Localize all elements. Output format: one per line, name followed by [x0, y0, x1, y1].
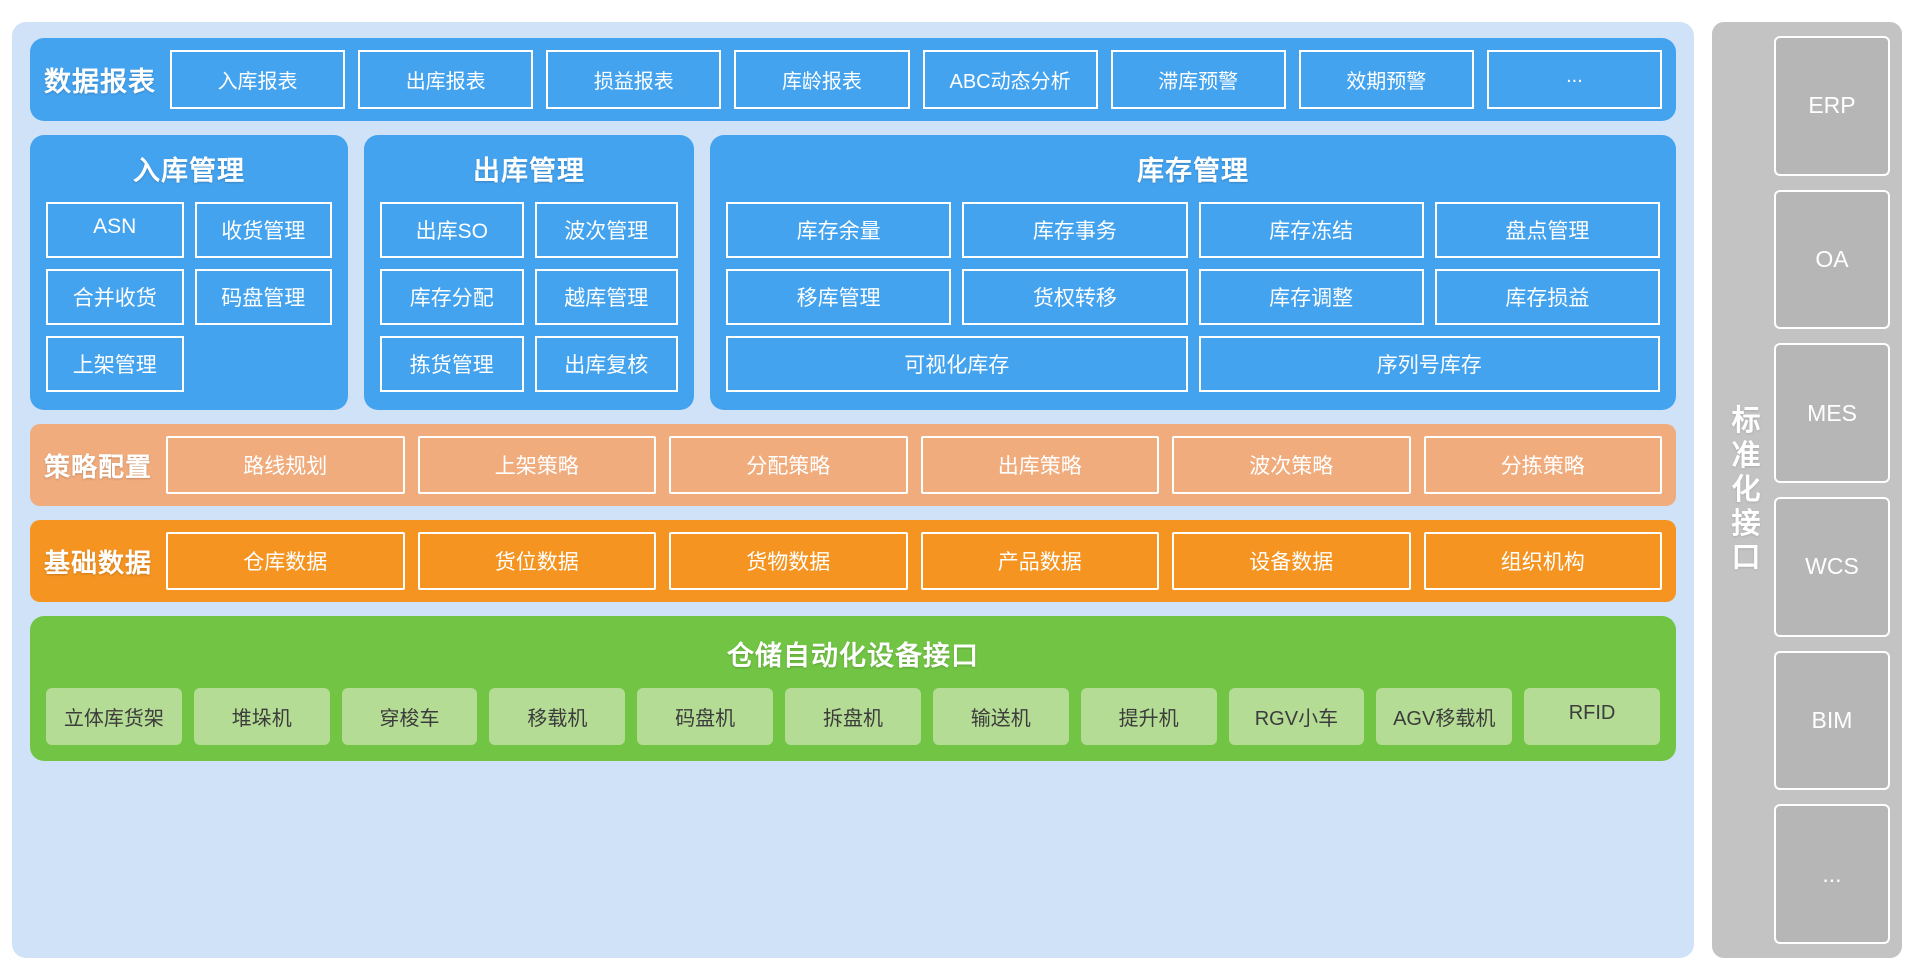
inventory-item-profit-loss[interactable]: 库存损益 [1434, 269, 1660, 325]
report-item-slow-moving-alert[interactable]: 滞库预警 [1110, 50, 1286, 109]
external-system-wcs[interactable]: WCS [1774, 497, 1890, 637]
automation-interface-title: 仓储自动化设备接口 [727, 641, 979, 671]
report-item-outbound[interactable]: 出库报表 [358, 50, 534, 109]
inventory-item-transaction[interactable]: 库存事务 [962, 202, 1188, 258]
modules-row: 入库管理 ASN 收货管理 合并收货 码盘管理 上架管理 出库管理 出库SO 波… [30, 135, 1676, 410]
strategy-item-putaway[interactable]: 上架策略 [417, 436, 657, 494]
module-outbound-items: 出库SO 波次管理 库存分配 越库管理 拣货管理 出库复核 [380, 202, 678, 392]
automation-item-depalletizer[interactable]: 拆盘机 [785, 688, 921, 745]
automation-item-palletizer[interactable]: 码盘机 [637, 688, 774, 745]
strategy-item-wave[interactable]: 波次策略 [1172, 436, 1411, 494]
automation-item-lifter[interactable]: 提升机 [1080, 688, 1217, 745]
outbound-item-picking[interactable]: 拣货管理 [380, 336, 524, 392]
automation-item-shuttle[interactable]: 穿梭车 [341, 688, 478, 745]
basedata-item-goods[interactable]: 货物数据 [669, 532, 908, 590]
automation-item-agv[interactable]: AGV移载机 [1376, 688, 1513, 745]
automation-item-conveyor[interactable]: 输送机 [932, 688, 1069, 745]
inventory-item-serial-stock[interactable]: 序列号库存 [1198, 336, 1660, 392]
strategy-config-band: 策略配置 路线规划 上架策略 分配策略 出库策略 波次策略 分拣策略 [30, 424, 1676, 506]
module-inbound-management: 入库管理 ASN 收货管理 合并收货 码盘管理 上架管理 [30, 135, 348, 410]
basedata-item-warehouse[interactable]: 仓库数据 [166, 532, 405, 590]
external-system-more[interactable]: ... [1774, 804, 1890, 945]
standard-interface-sidebar: 标准化接口 ERP OA MES WCS BIM ... [1712, 22, 1902, 958]
external-system-oa[interactable]: OA [1774, 189, 1890, 330]
inbound-item-palletizing[interactable]: 码盘管理 [194, 269, 332, 325]
data-reports-band: 数据报表 入库报表 出库报表 损益报表 库龄报表 ABC动态分析 滞库预警 效期… [30, 38, 1676, 121]
data-reports-title: 数据报表 [44, 67, 156, 97]
outbound-item-so[interactable]: 出库SO [380, 202, 524, 258]
inbound-item-putaway[interactable]: 上架管理 [46, 336, 184, 392]
report-item-profit-loss[interactable]: 损益报表 [546, 50, 722, 109]
module-inventory-items: 库存余量 库存事务 库存冻结 盘点管理 移库管理 货权转移 库存调整 库存损益 … [726, 202, 1660, 392]
external-systems-list: ERP OA MES WCS BIM ... [1774, 36, 1890, 945]
module-inventory-title: 库存管理 [1137, 156, 1249, 186]
external-system-bim[interactable]: BIM [1774, 650, 1890, 791]
basedata-item-equipment[interactable]: 设备数据 [1172, 532, 1411, 590]
outbound-item-recheck[interactable]: 出库复核 [534, 336, 678, 392]
base-data-title: 基础数据 [44, 547, 153, 578]
basedata-item-product[interactable]: 产品数据 [920, 532, 1160, 590]
basedata-item-location[interactable]: 货位数据 [417, 532, 657, 590]
strategy-item-allocation[interactable]: 分配策略 [669, 436, 908, 494]
automation-item-stacker-crane[interactable]: 堆垛机 [193, 688, 330, 745]
automation-interface-band: 仓储自动化设备接口 立体库货架 堆垛机 穿梭车 移载机 码盘机 拆盘机 输送机 … [30, 616, 1676, 761]
inventory-item-freeze[interactable]: 库存冻结 [1198, 202, 1424, 258]
data-reports-items: 入库报表 出库报表 损益报表 库龄报表 ABC动态分析 滞库预警 效期预警 ..… [170, 50, 1662, 109]
inventory-item-balance[interactable]: 库存余量 [726, 202, 952, 258]
strategy-config-title: 策略配置 [44, 451, 153, 482]
module-inventory-management: 库存管理 库存余量 库存事务 库存冻结 盘点管理 移库管理 货权转移 库存调整 … [710, 135, 1676, 410]
automation-item-transfer-machine[interactable]: 移载机 [489, 688, 626, 745]
main-panel: 数据报表 入库报表 出库报表 损益报表 库龄报表 ABC动态分析 滞库预警 效期… [12, 22, 1694, 958]
report-item-stock-age[interactable]: 库龄报表 [734, 50, 910, 109]
automation-interface-items: 立体库货架 堆垛机 穿梭车 移载机 码盘机 拆盘机 输送机 提升机 RGV小车 … [46, 688, 1660, 745]
external-system-mes[interactable]: MES [1774, 343, 1890, 484]
inbound-item-placeholder [195, 336, 333, 392]
automation-item-rfid[interactable]: RFID [1524, 688, 1660, 745]
strategy-item-sorting[interactable]: 分拣策略 [1423, 436, 1663, 494]
inbound-item-merge-receiving[interactable]: 合并收货 [46, 269, 184, 325]
module-outbound-title: 出库管理 [473, 156, 585, 186]
module-inbound-title: 入库管理 [133, 156, 245, 186]
module-inbound-items: ASN 收货管理 合并收货 码盘管理 上架管理 [46, 202, 332, 392]
basedata-item-organization[interactable]: 组织机构 [1423, 532, 1663, 590]
inventory-item-ownership-transfer[interactable]: 货权转移 [962, 269, 1188, 325]
report-item-more[interactable]: ... [1486, 50, 1662, 109]
base-data-band: 基础数据 仓库数据 货位数据 货物数据 产品数据 设备数据 组织机构 [30, 520, 1676, 602]
inbound-item-receiving[interactable]: 收货管理 [194, 202, 332, 258]
module-outbound-management: 出库管理 出库SO 波次管理 库存分配 越库管理 拣货管理 出库复核 [364, 135, 694, 410]
inventory-item-visual-stock[interactable]: 可视化库存 [726, 336, 1188, 392]
report-item-abc-analysis[interactable]: ABC动态分析 [922, 50, 1098, 109]
inventory-item-stocktaking[interactable]: 盘点管理 [1434, 202, 1660, 258]
strategy-config-items: 路线规划 上架策略 分配策略 出库策略 波次策略 分拣策略 [166, 436, 1663, 494]
report-item-expiry-alert[interactable]: 效期预警 [1298, 50, 1474, 109]
standard-interface-label: 标准化接口 [1731, 405, 1761, 575]
external-system-erp[interactable]: ERP [1774, 36, 1890, 176]
base-data-items: 仓库数据 货位数据 货物数据 产品数据 设备数据 组织机构 [166, 532, 1663, 590]
strategy-item-outbound[interactable]: 出库策略 [920, 436, 1160, 494]
strategy-item-route-planning[interactable]: 路线规划 [166, 436, 405, 494]
outbound-item-wave[interactable]: 波次管理 [534, 202, 678, 258]
inbound-item-asn[interactable]: ASN [46, 202, 184, 258]
automation-item-rgv[interactable]: RGV小车 [1228, 688, 1365, 745]
outbound-item-allocation[interactable]: 库存分配 [380, 269, 524, 325]
outbound-item-crossdock[interactable]: 越库管理 [534, 269, 678, 325]
inventory-item-adjustment[interactable]: 库存调整 [1198, 269, 1424, 325]
inventory-item-transfer[interactable]: 移库管理 [726, 269, 952, 325]
report-item-inbound[interactable]: 入库报表 [170, 50, 346, 109]
automation-item-asrs-rack[interactable]: 立体库货架 [46, 688, 182, 745]
